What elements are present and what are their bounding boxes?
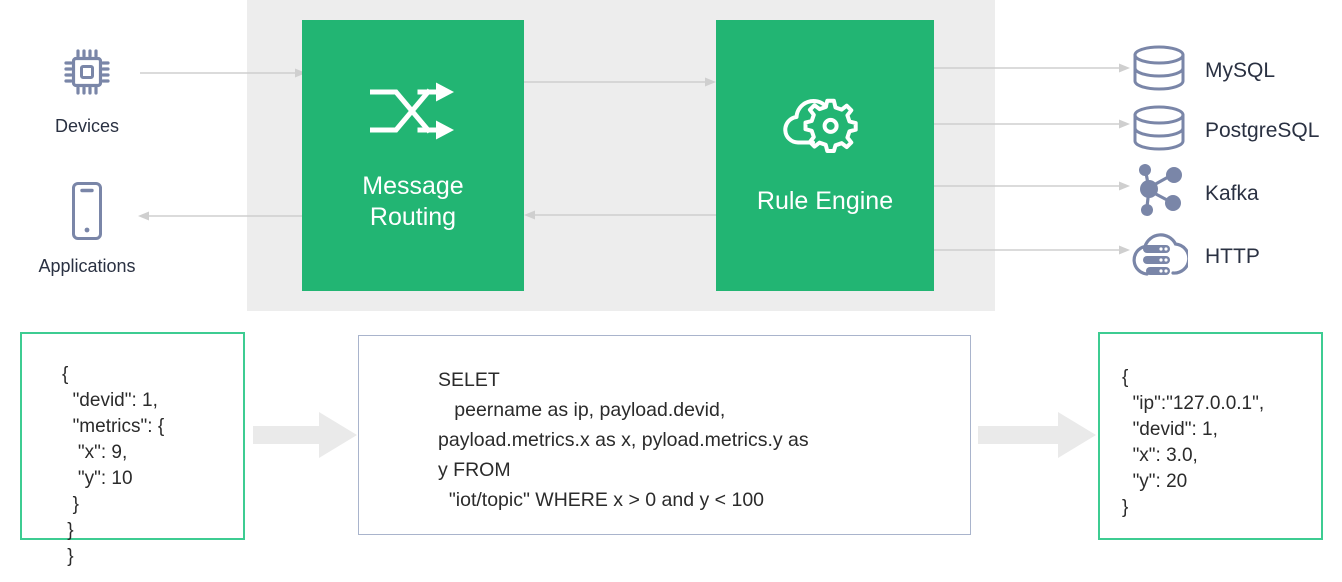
endpoint-postgresql[interactable]: PostgreSQL <box>1130 104 1319 157</box>
input-payload-box[interactable]: { "devid": 1, "metrics": { "x": 9, "y": … <box>20 332 245 567</box>
input-payload-text: { "devid": 1, "metrics": { "x": 9, "y": … <box>62 364 165 567</box>
block-arrow-rule-to-output <box>978 412 1096 458</box>
chip-icon <box>59 44 115 107</box>
process-rule-engine-label: Rule Engine <box>756 187 894 215</box>
endpoint-http-label: HTTP <box>1205 244 1260 268</box>
database-cylinder-icon <box>1130 104 1188 157</box>
node-graph-icon <box>1130 163 1188 224</box>
endpoint-mysql[interactable]: MySQL <box>1130 44 1275 97</box>
endpoint-devices-label: Devices <box>54 116 120 136</box>
endpoint-devices[interactable]: Devices <box>26 44 148 137</box>
mobile-phone-icon <box>67 180 107 247</box>
block-arrow-input-to-rule <box>253 412 357 458</box>
endpoint-applications-label: Applications <box>38 256 136 276</box>
process-message-routing[interactable]: Message Routing <box>302 20 524 291</box>
endpoint-kafka-label: Kafka <box>1205 181 1259 205</box>
endpoint-mysql-label: MySQL <box>1205 58 1276 82</box>
sql-rule-text: SELET peername as ip, payload.devid, pay… <box>438 369 809 511</box>
database-cylinder-icon <box>1130 44 1188 97</box>
cloud-server-icon <box>1130 228 1191 285</box>
process-rule-engine[interactable]: Rule Engine <box>716 20 934 291</box>
output-payload-box[interactable]: { "ip":"127.0.0.1", "devid": 1, "x": 3.0… <box>1098 332 1323 540</box>
endpoint-http[interactable]: HTTP <box>1130 228 1260 285</box>
process-message-routing-label: Message Routing <box>362 171 464 231</box>
endpoint-applications[interactable]: Applications <box>26 180 148 277</box>
cloud-gear-icon <box>782 94 868 170</box>
shuffle-arrows-icon <box>369 79 456 155</box>
output-payload-text: { "ip":"127.0.0.1", "devid": 1, "x": 3.0… <box>1122 367 1265 518</box>
endpoint-postgresql-label: PostgreSQL <box>1205 118 1320 142</box>
sql-rule-box[interactable]: SELET peername as ip, payload.devid, pay… <box>358 335 971 535</box>
endpoint-kafka[interactable]: Kafka <box>1130 163 1259 224</box>
